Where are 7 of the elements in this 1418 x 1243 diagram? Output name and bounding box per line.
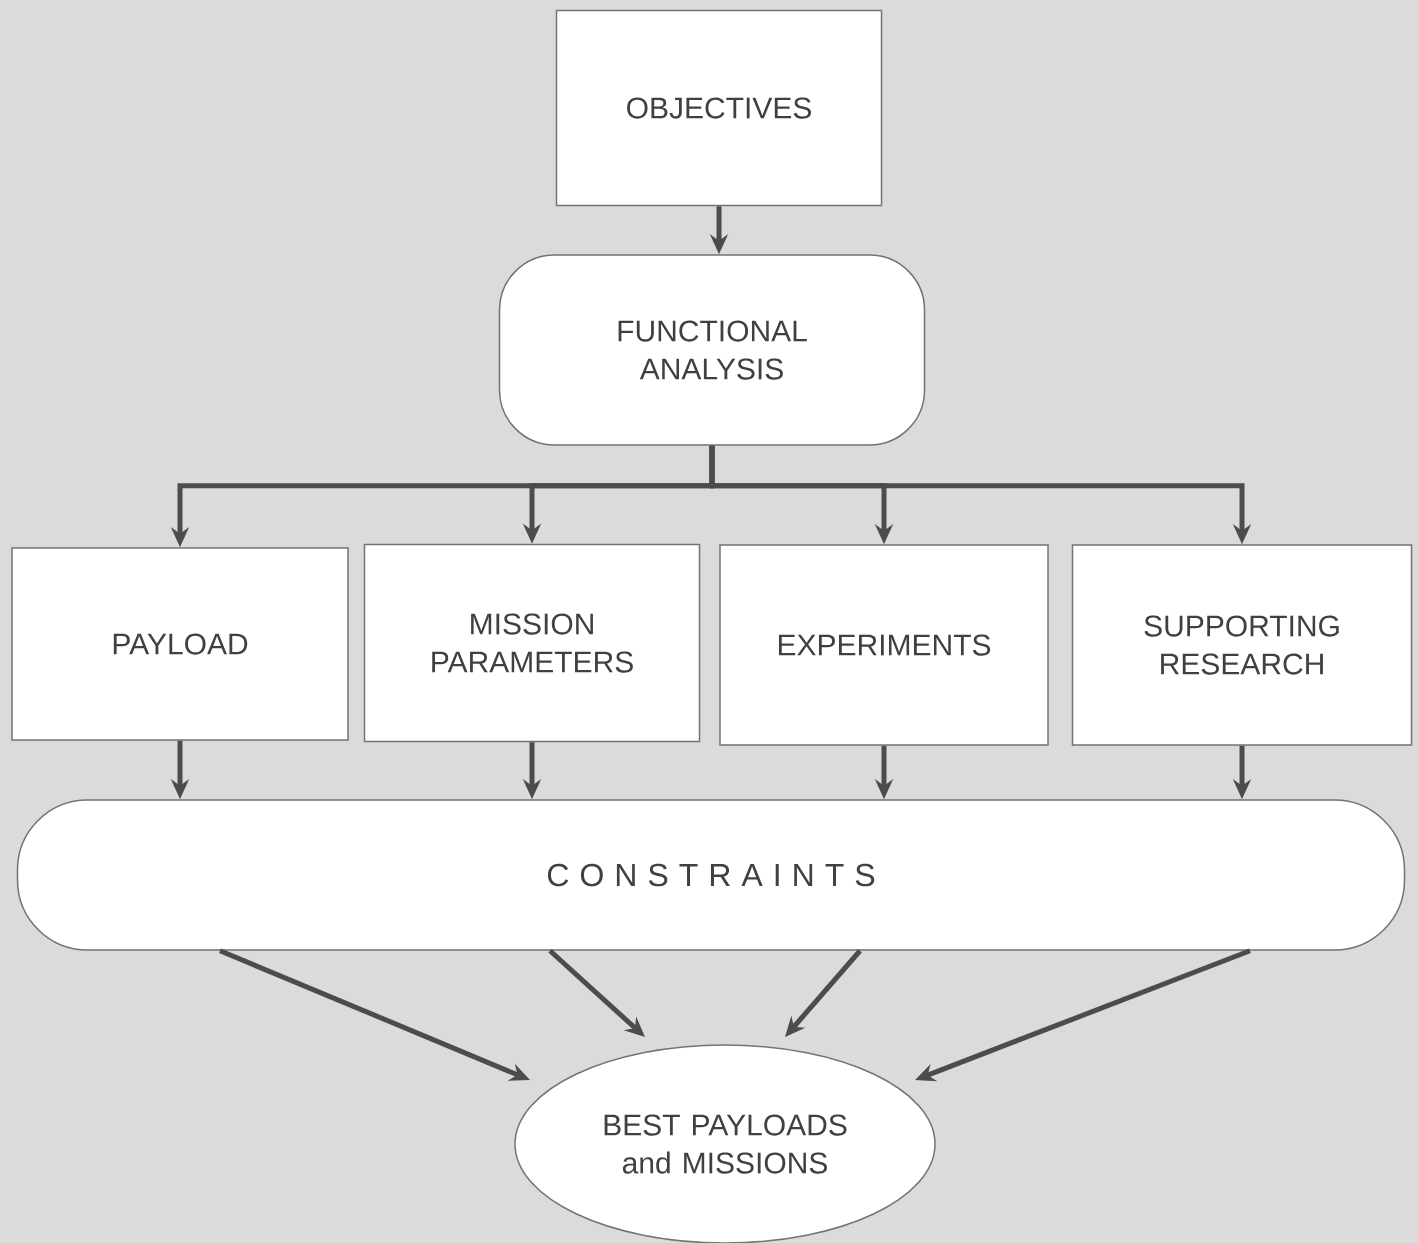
process-box: MISSION PARAMETERS <box>363 543 701 743</box>
process-box: FUNCTIONAL ANALYSIS <box>498 254 926 446</box>
process-box: OBJECTIVES <box>555 9 883 207</box>
constraint-band: C O N S T R A I N T S <box>16 799 1406 951</box>
process-box: PAYLOAD <box>11 547 349 741</box>
process-box: SUPPORTING RESEARCH <box>1071 544 1413 746</box>
process-box: EXPERIMENTS <box>719 544 1049 746</box>
